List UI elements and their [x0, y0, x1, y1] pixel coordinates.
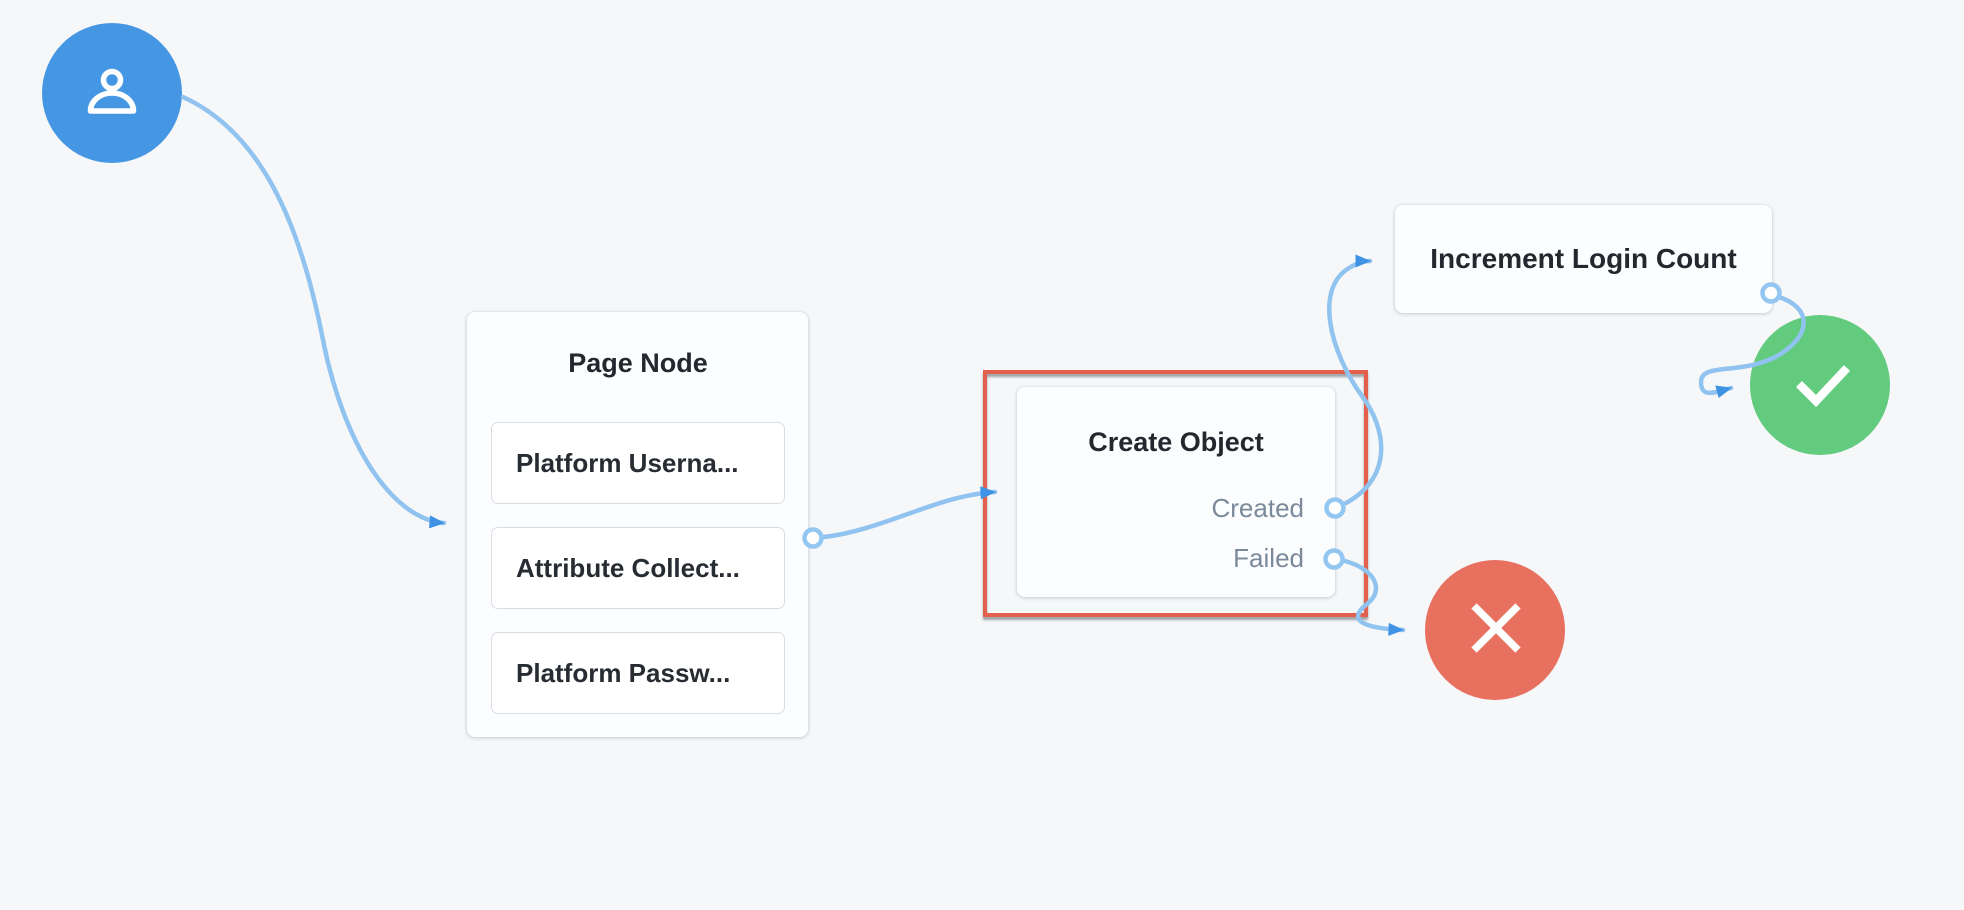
- sub-node-platform-password[interactable]: Platform Passw...: [491, 632, 785, 714]
- outcome-label-failed: Failed: [1233, 543, 1304, 573]
- sub-node-platform-username[interactable]: Platform Userna...: [491, 422, 785, 504]
- user-icon: [87, 68, 137, 114]
- page-node[interactable]: Page Node Platform Userna... Attribute C…: [467, 312, 808, 737]
- start-node[interactable]: [42, 23, 182, 163]
- increment-login-count-node[interactable]: Increment Login Count: [1395, 205, 1772, 313]
- sub-node-attribute-collector[interactable]: Attribute Collect...: [491, 527, 785, 609]
- failure-node[interactable]: [1425, 560, 1565, 700]
- success-node[interactable]: [1750, 315, 1890, 455]
- page-node-title: Page Node: [568, 348, 708, 378]
- outcome-label-created: Created: [1211, 493, 1305, 523]
- sub-node-label: Platform Userna...: [516, 447, 739, 478]
- connector-page-node-to-create-object: [821, 486, 998, 540]
- check-icon: [1795, 365, 1851, 408]
- connector-start-to-page-node: [180, 94, 447, 529]
- increment-login-count-title: Increment Login Count: [1430, 243, 1737, 274]
- create-object-title: Create Object: [1088, 427, 1264, 457]
- x-icon: [1471, 603, 1521, 653]
- sub-node-label: Attribute Collect...: [516, 552, 740, 583]
- create-object-node[interactable]: Create Object Created Failed: [1017, 387, 1335, 597]
- sub-node-label: Platform Passw...: [516, 657, 731, 688]
